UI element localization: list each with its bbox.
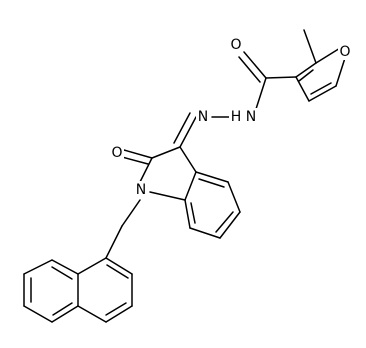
bond-benzo-2 (227, 181, 241, 213)
atom-o-ketone: O (111, 145, 122, 161)
bond-amide-c-o-inner (238, 56, 261, 83)
atom-label-group: O O N H N O N (110, 36, 352, 198)
bond-naph-7 (23, 259, 53, 275)
bond-amide-c-furan (265, 76, 297, 79)
atom-n-amide: N (246, 109, 256, 125)
bond-methyl (303, 29, 317, 64)
bond-amide-c-n (255, 77, 267, 110)
bond-hydrazone-c-n (179, 116, 197, 148)
atom-n-indole: N (136, 182, 146, 198)
bond-naph-5 (77, 257, 107, 275)
bond-amide-c-o (243, 51, 267, 79)
atom-h-amide: H (231, 109, 242, 125)
bond-hydrazone-c-n-inner (173, 112, 191, 144)
bond-naph-3 (105, 305, 133, 323)
bond-benzo-1-inner (198, 178, 225, 188)
bond-furan-c4-c5 (308, 85, 337, 102)
bond-benzo-5-inner (190, 202, 196, 224)
bond-ketone (123, 149, 153, 159)
bond-n1-c7a (149, 191, 186, 201)
atom-o-amide: O (230, 37, 241, 53)
bond-group (23, 29, 346, 323)
bond-furan-c2-c3-inner (298, 69, 314, 82)
bond-n-ch2 (121, 199, 141, 227)
bond-naph-9 (23, 305, 53, 323)
bond-c3a-c3 (179, 146, 197, 173)
bond-benzo-3-inner (215, 211, 234, 233)
bond-naph-10-inner (52, 302, 73, 316)
bond-naph-6 (51, 259, 79, 275)
bond-benzo-3 (219, 211, 241, 239)
bond-naph-4 (77, 305, 107, 323)
bond-furan-c3-c4 (295, 76, 310, 102)
bond-benzo-1 (195, 171, 229, 183)
bond-c2-n1 (139, 157, 153, 183)
bond-naph-6-inner (51, 266, 73, 280)
bond-naph-3-inner (105, 302, 127, 316)
bond-ch2-naph (105, 225, 123, 259)
bond-furan-c4-c5-inner (310, 82, 332, 95)
bond-ketone-inner (121, 156, 149, 165)
bond-naph-10 (51, 305, 79, 323)
bond-furan-c5-o (335, 57, 346, 87)
atom-n-hydrazone: N (198, 109, 208, 125)
atom-o-furan: O (339, 44, 350, 60)
bond-c3-c2 (151, 146, 181, 159)
bond-benzo-4 (189, 227, 221, 239)
bond-naph-1-inner (106, 264, 129, 279)
bond-furan-c2-c3 (295, 62, 317, 78)
bond-naph-1 (105, 257, 133, 275)
bond-c7a-c3a (184, 171, 197, 201)
bond-benzo-5 (184, 199, 191, 229)
